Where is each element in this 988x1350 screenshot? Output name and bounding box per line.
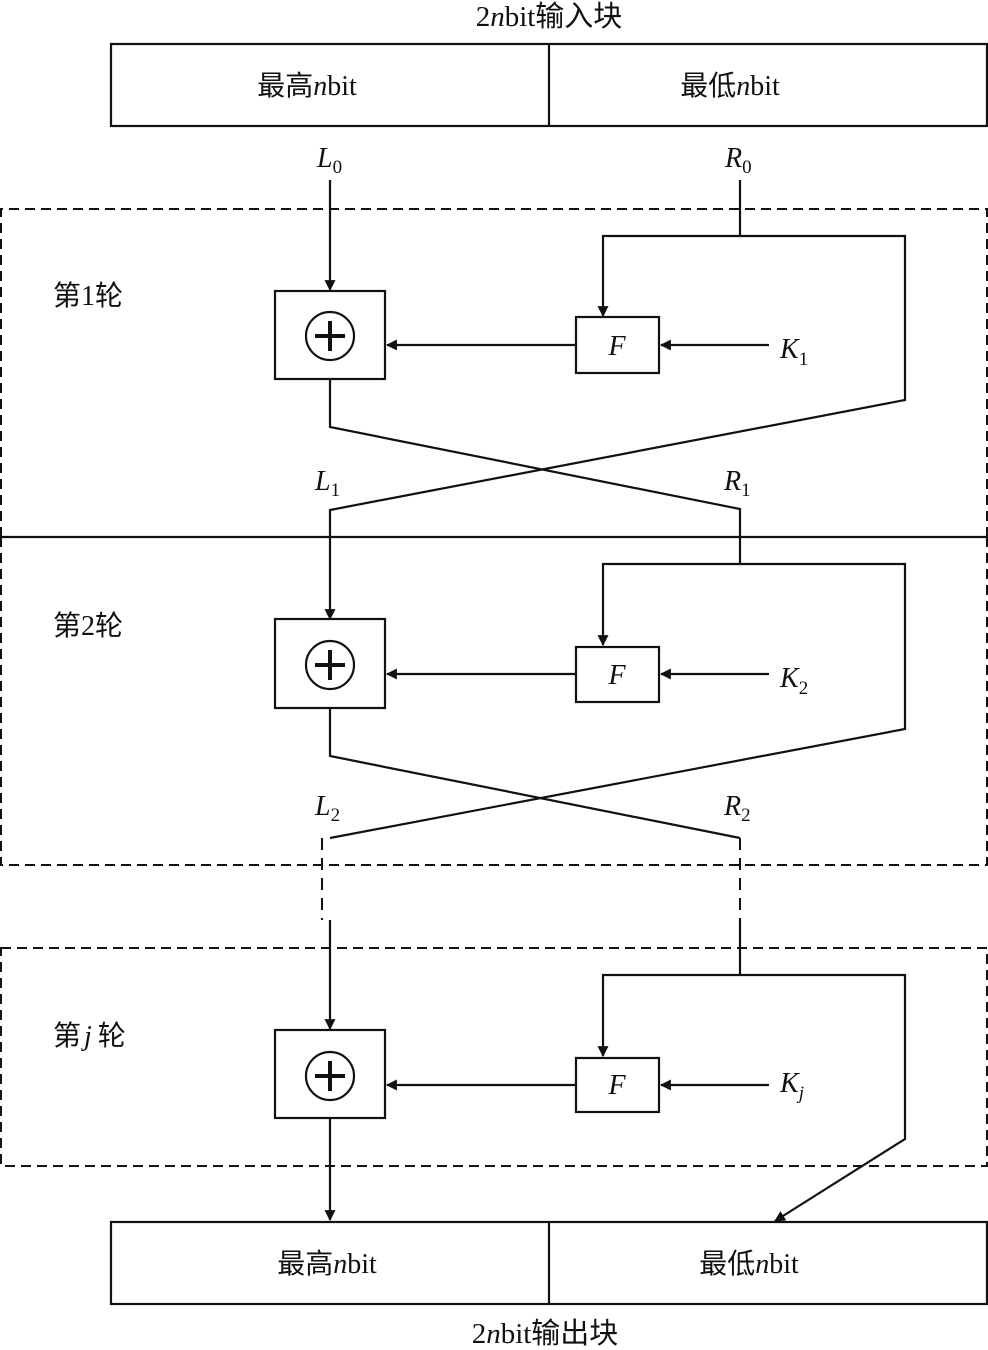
output-low-bits-label: 最低nbit (699, 1248, 799, 1280)
round-1-label: 第1轮 (53, 280, 123, 312)
f-box-1 (574, 315, 661, 375)
round-j-frame (0, 947, 988, 1167)
xor-box-2 (273, 617, 387, 710)
xor-icon-j (304, 1050, 356, 1102)
f-label-2: F (607, 660, 626, 691)
signal-L1: L1 (314, 466, 340, 501)
signal-L0: L0 (316, 143, 342, 178)
signal-R2: R2 (723, 791, 751, 826)
round-2-frame (0, 537, 988, 866)
r0-to-l1-line (328, 234, 907, 537)
xor-icon-2 (304, 639, 356, 691)
r0-to-f-arrow (597, 234, 740, 318)
f-box-2 (574, 645, 661, 704)
round-2-label: 第2轮 (53, 610, 123, 642)
key-Kj: Kj (779, 1068, 804, 1104)
rj-to-output-low-arrow (740, 973, 907, 1222)
signal-L2: L2 (314, 791, 340, 826)
rj-to-f-arrow (597, 973, 740, 1058)
r1-to-f-arrow (597, 562, 740, 647)
xor1-to-r1-line (328, 379, 742, 537)
r1-to-l2-line (329, 562, 907, 840)
input-low-bits-label: 最低nbit (680, 70, 780, 102)
xor-icon-1 (304, 310, 356, 362)
f-label-j: F (607, 1070, 626, 1101)
key-K2: K2 (779, 663, 808, 699)
signal-R0: R0 (724, 143, 752, 178)
input-block-title: 2nbit输入块 (476, 0, 623, 33)
output-high-bits-label: 最高nbit (277, 1248, 377, 1280)
round-1-frame (0, 208, 988, 537)
f-label-1: F (607, 331, 626, 362)
xor2-to-r2-line (328, 708, 741, 840)
input-high-bits-label: 最高nbit (257, 70, 357, 102)
key-K1: K1 (779, 334, 808, 370)
signal-R1: R1 (723, 466, 751, 501)
output-block-title: 2nbit输出块 (472, 1317, 619, 1350)
